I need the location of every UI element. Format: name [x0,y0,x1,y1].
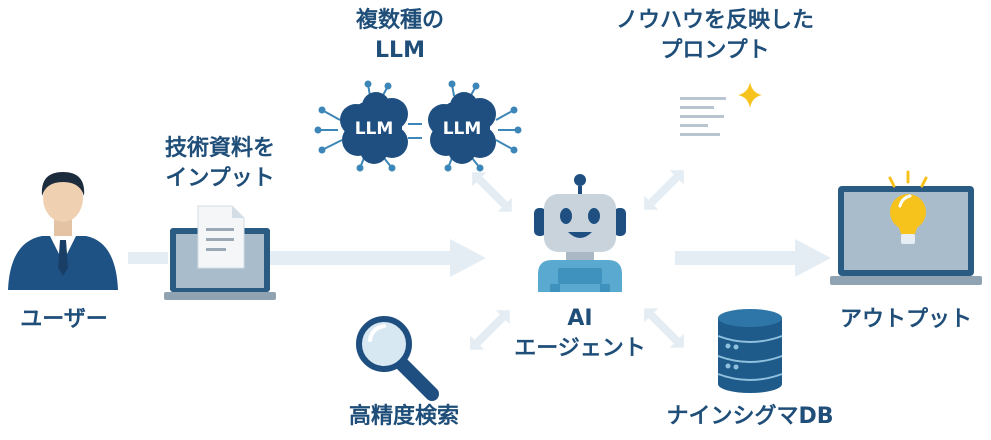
search-label: 高精度検索 [348,404,459,429]
input-label: 技術資料を インプット [140,134,300,194]
agent-label-line1: AI [567,306,593,331]
output-label: アウトプット [839,307,972,332]
prompt-label: ノウハウを反映した プロンプト [585,6,845,66]
llm-label-line2: LLM [375,38,425,63]
database-icon [717,309,783,393]
user-label: ユーザー [20,307,108,332]
llm-badge-1: LLM [355,119,394,139]
magnifier-icon [356,316,439,401]
llm-badge-2: LLM [443,119,482,139]
llm-label: 複数種の LLM [330,6,470,66]
input-label-line2: インプット [165,166,275,191]
laptop-lightbulb-icon [830,170,982,285]
llm-cloud-icon: LLM LLM [314,80,522,172]
user-businessman-icon [8,172,118,290]
robot-icon [534,174,626,292]
flow-arrow-user-to-input [128,252,168,264]
db-label: ナインシグマDB [666,404,834,429]
agent-label: AI エージェント [505,304,655,364]
input-label-line1: 技術資料を [164,136,275,161]
arrow-prompt-agent [644,170,684,210]
agent-label-line2: エージェント [514,336,646,361]
prompt-label-line2: プロンプト [660,38,770,63]
flow-arrow-input-to-agent [270,239,486,277]
laptop-document-icon [164,205,276,300]
arrow-llm-agent [472,172,512,212]
llm-label-line1: 複数種の [355,8,444,33]
prompt-label-line1: ノウハウを反映した [615,8,814,33]
prompt-sparkle-icon [680,82,762,136]
flow-arrow-agent-to-output [675,239,831,277]
